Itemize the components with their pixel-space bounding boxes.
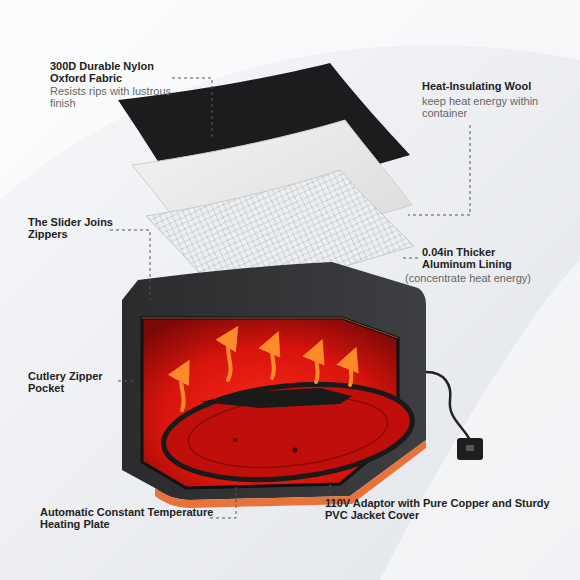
leader-line [330, 478, 331, 492]
heat-arrow [181, 370, 184, 410]
callout-label: 300D Durable Nylon Oxford Fabric [50, 60, 175, 84]
callout-label: Automatic Constant Temperature Heating P… [40, 506, 215, 530]
leader-lines [110, 78, 470, 518]
heating-plate [159, 373, 417, 491]
leader-line [408, 125, 470, 215]
callout-label: (concentrate heat energy) [405, 272, 575, 284]
callout-label: 110V Adaptor with Pure Copper and Sturdy… [325, 497, 550, 521]
callout-label: Cutlery Zipper Pocket [28, 370, 123, 394]
callout-label: 0.04in Thicker Aluminum Lining [422, 246, 532, 270]
power-adaptor [457, 438, 483, 460]
plate-ring [185, 388, 391, 477]
callout-label: Heat-Insulating Wool [422, 80, 572, 92]
plate-dot [233, 438, 237, 442]
leader-line [118, 381, 136, 382]
leader-line [110, 230, 150, 300]
leader-line [172, 78, 212, 140]
heat-arrow [316, 350, 318, 382]
heat-arrow [350, 358, 352, 385]
heat-arrows [181, 336, 352, 410]
heat-arrow [228, 336, 232, 380]
adaptor-port [466, 445, 474, 451]
plate-bracket [200, 388, 352, 408]
interior-highlight [142, 318, 398, 338]
callout-label: keep heat energy within container [422, 95, 562, 119]
plate-dot [293, 448, 298, 453]
power-cord [426, 372, 470, 440]
heat-arrow [272, 342, 274, 378]
callout-label: Resists rips with lustrous finish [50, 85, 190, 109]
callout-label: The Slider Joins Zippers [28, 216, 133, 240]
leader-line [210, 478, 236, 518]
container-body [122, 262, 426, 500]
leader-line [402, 258, 418, 259]
